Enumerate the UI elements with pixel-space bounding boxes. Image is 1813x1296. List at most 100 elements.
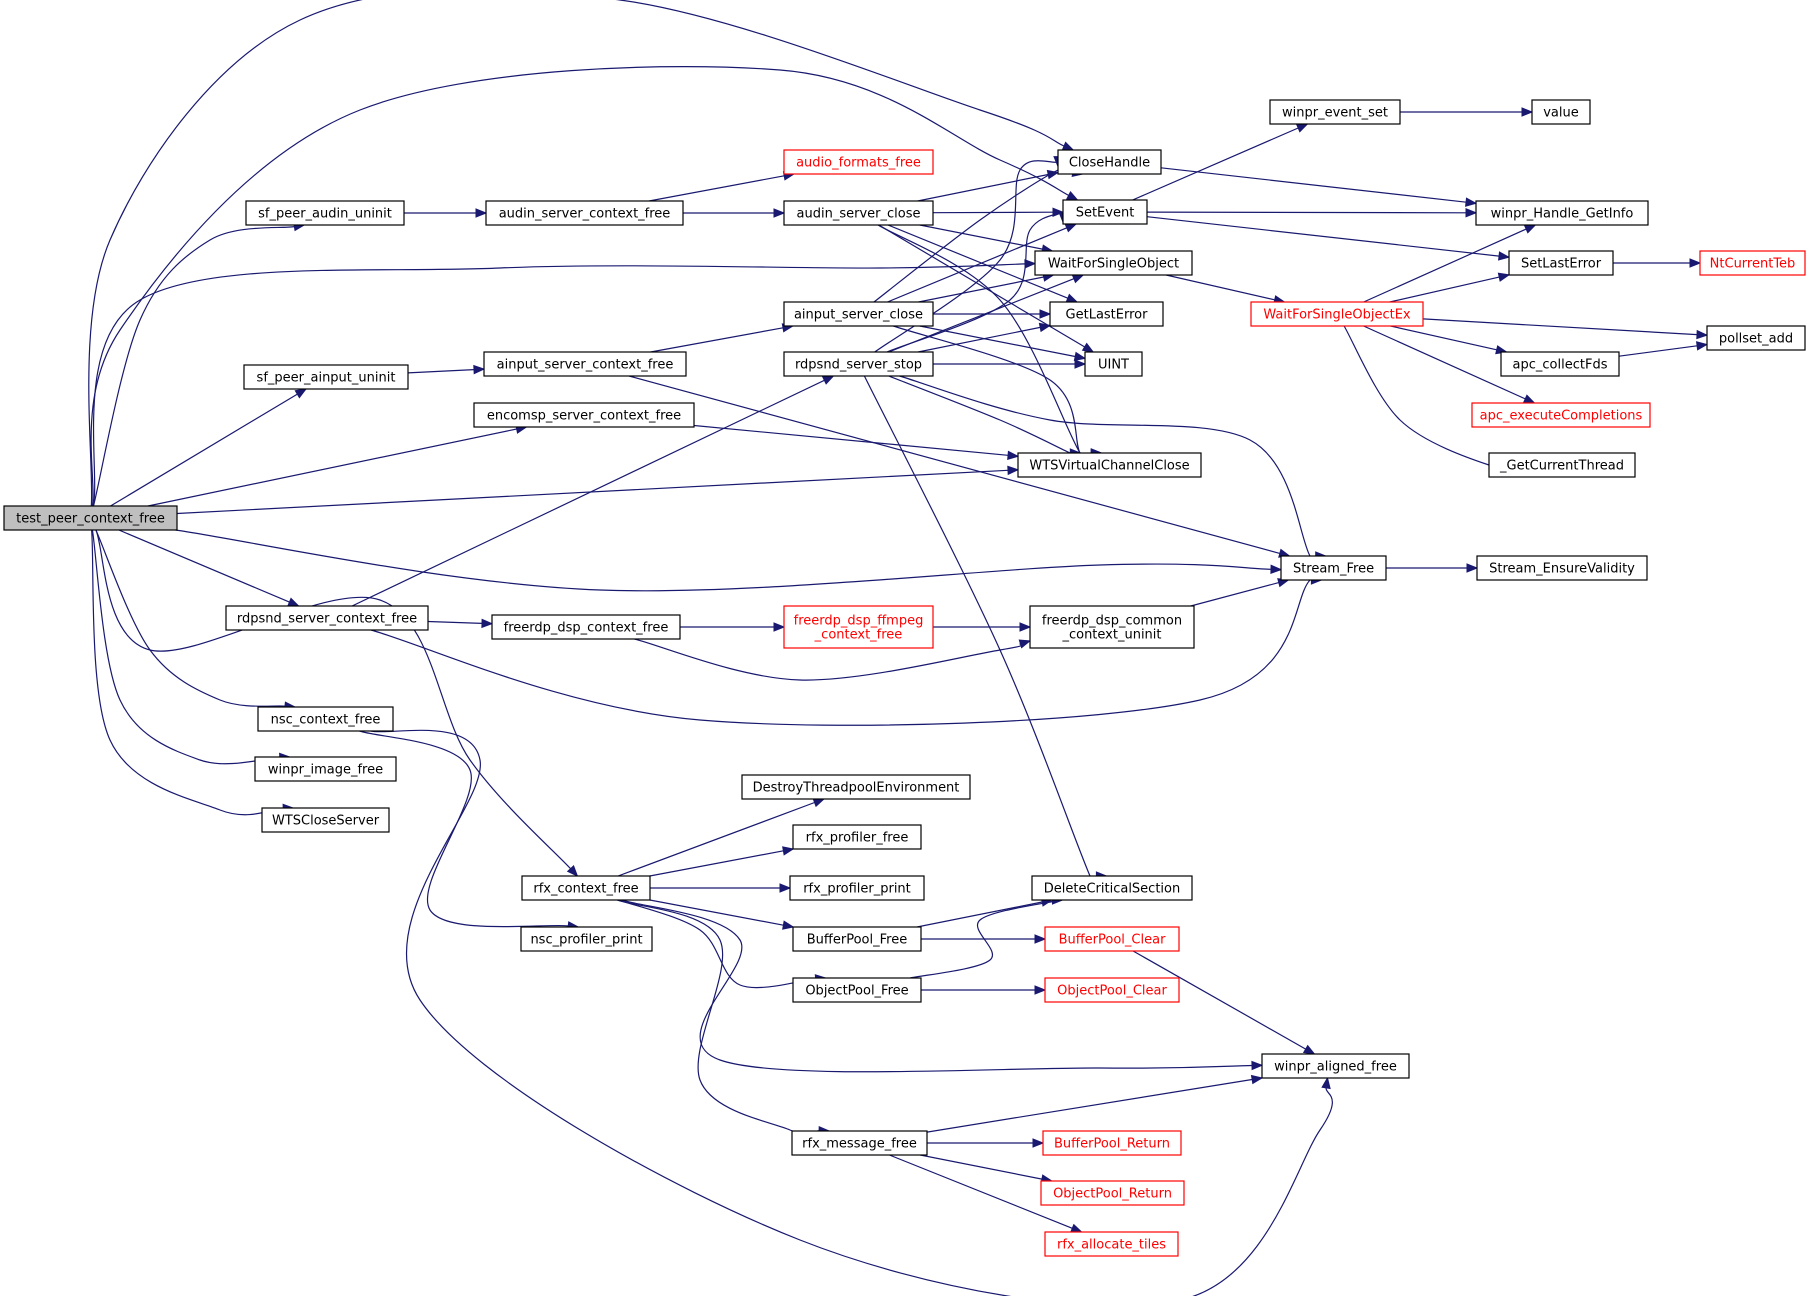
call-edge-apc_collectFds-to-pollset_add xyxy=(1618,341,1709,357)
node-WTSVirtualChannelClose[interactable]: WTSVirtualChannelClose xyxy=(1017,452,1202,478)
node-ObjectPool_Free[interactable]: ObjectPool_Free xyxy=(792,977,922,1003)
arrowhead-icon xyxy=(1071,274,1085,284)
call-edge-WaitForSingleObject-to-WaitForSingleObjectEx xyxy=(1165,274,1286,305)
node-freerdp_dsp_ffmpeg_context_free[interactable]: freerdp_dsp_ffmpeg_context_free xyxy=(783,605,934,649)
call-edge-rfx_context_free-to-winpr_aligned_free xyxy=(621,899,1264,1073)
arrowhead-icon xyxy=(1073,351,1087,362)
node-ObjectPool_Clear[interactable]: ObjectPool_Clear xyxy=(1044,977,1180,1003)
node-box xyxy=(261,807,390,833)
node-label: audin_server_context_free xyxy=(499,207,671,222)
node-audin_server_close[interactable]: audin_server_close xyxy=(783,200,934,226)
call-edge-rfx_message_free-to-BufferPool_Return xyxy=(927,1138,1045,1148)
node-apc_executeCompletions[interactable]: apc_executeCompletions xyxy=(1471,402,1651,428)
node-value[interactable]: value xyxy=(1531,99,1591,125)
node-SetEvent[interactable]: SetEvent xyxy=(1062,199,1148,225)
node-apc_collectFds[interactable]: apc_collectFds xyxy=(1500,351,1620,377)
node-box xyxy=(225,605,429,631)
node-WaitForSingleObjectEx[interactable]: WaitForSingleObjectEx xyxy=(1250,301,1424,327)
call-edge-BufferPool_Free-to-DeleteCriticalSection xyxy=(916,897,1054,928)
node-Stream_EnsureValidity[interactable]: Stream_EnsureValidity xyxy=(1476,555,1648,581)
node-pollset_add[interactable]: pollset_add xyxy=(1706,325,1806,351)
node-sf_peer_audin_uninit[interactable]: sf_peer_audin_uninit xyxy=(245,200,405,226)
call-edge-test_peer_context_free-to-rfx_context_free xyxy=(95,529,579,877)
node-box xyxy=(1049,301,1164,327)
node-test_peer_context_free[interactable]: test_peer_context_free xyxy=(3,505,178,531)
node-freerdp_dsp_common_context_uninit[interactable]: freerdp_dsp_common_context_uninit xyxy=(1029,605,1195,649)
node-label: rdpsnd_server_stop xyxy=(795,358,922,373)
node-winpr_image_free[interactable]: winpr_image_free xyxy=(254,756,397,782)
node-_GetCurrentThread[interactable]: _GetCurrentThread xyxy=(1488,452,1636,478)
arrowhead-icon xyxy=(779,883,792,893)
node-ainput_server_context_free[interactable]: ainput_server_context_free xyxy=(483,351,687,377)
node-UINT[interactable]: UINT xyxy=(1084,351,1143,377)
call-edge-test_peer_context_free-to-sf_peer_audin_uninit xyxy=(92,221,306,507)
node-rfx_profiler_print[interactable]: rfx_profiler_print xyxy=(789,875,925,901)
node-ObjectPool_Return[interactable]: ObjectPool_Return xyxy=(1040,1180,1185,1206)
node-label: nsc_profiler_print xyxy=(530,933,642,948)
call-edge-rfx_context_free-to-rfx_profiler_free xyxy=(649,846,795,877)
call-edge-test_peer_context_free-to-encomsp_server_context_free xyxy=(147,424,528,507)
node-box xyxy=(791,1130,928,1156)
node-box xyxy=(1280,555,1387,581)
call-edge-ainput_server_context_free-to-ainput_server_close xyxy=(650,323,795,353)
node-encomsp_server_context_free[interactable]: encomsp_server_context_free xyxy=(473,402,695,428)
node-SetLastError[interactable]: SetLastError xyxy=(1508,250,1614,276)
node-WaitForSingleObject[interactable]: WaitForSingleObject xyxy=(1034,250,1193,276)
arrowhead-icon xyxy=(773,208,786,218)
node-ainput_server_close[interactable]: ainput_server_close xyxy=(783,301,934,327)
call-edge-audin_server_context_free-to-audio_formats_free xyxy=(648,171,796,202)
node-label: ObjectPool_Clear xyxy=(1057,984,1167,999)
node-DestroyThreadpoolEnvironment[interactable]: DestroyThreadpoolEnvironment xyxy=(741,774,971,800)
node-GetLastError[interactable]: GetLastError xyxy=(1049,301,1164,327)
node-label: NtCurrentTeb xyxy=(1710,257,1796,272)
node-label: UINT xyxy=(1098,358,1129,373)
arrowhead-icon xyxy=(1032,1138,1045,1148)
node-label: rfx_profiler_print xyxy=(803,882,911,897)
node-box xyxy=(1699,250,1806,276)
node-rfx_message_free[interactable]: rfx_message_free xyxy=(791,1130,928,1156)
node-audio_formats_free[interactable]: audio_formats_free xyxy=(783,149,934,175)
arrowhead-icon xyxy=(1034,985,1047,995)
node-BufferPool_Return[interactable]: BufferPool_Return xyxy=(1042,1130,1182,1156)
node-BufferPool_Free[interactable]: BufferPool_Free xyxy=(792,926,922,952)
node-sf_peer_ainput_uninit[interactable]: sf_peer_ainput_uninit xyxy=(243,364,409,390)
node-rfx_context_free[interactable]: rfx_context_free xyxy=(521,875,651,901)
node-winpr_aligned_free[interactable]: winpr_aligned_free xyxy=(1261,1053,1410,1079)
node-NtCurrentTeb[interactable]: NtCurrentTeb xyxy=(1699,250,1806,276)
node-label: nsc_context_free xyxy=(271,713,381,728)
call-edge-audin_server_close-to-SetEvent xyxy=(932,207,1065,217)
node-box xyxy=(1508,250,1614,276)
node-winpr_event_set[interactable]: winpr_event_set xyxy=(1269,99,1401,125)
node-rfx_profiler_free[interactable]: rfx_profiler_free xyxy=(792,824,922,850)
node-label: DeleteCriticalSection xyxy=(1044,882,1180,897)
node-label: rfx_allocate_tiles xyxy=(1057,1238,1166,1253)
node-label: sf_peer_audin_uninit xyxy=(258,207,392,222)
arrowhead-icon xyxy=(294,388,308,399)
call-edge-test_peer_context_free-to-rdpsnd_server_context_free xyxy=(118,529,300,607)
node-freerdp_dsp_context_free[interactable]: freerdp_dsp_context_free xyxy=(491,614,681,640)
node-label: DestroyThreadpoolEnvironment xyxy=(753,781,960,796)
call-edge-WaitForSingleObjectEx-to-_GetCurrentThread xyxy=(1343,325,1521,468)
node-label: winpr_image_free xyxy=(268,763,383,778)
node-nsc_context_free[interactable]: nsc_context_free xyxy=(257,706,394,732)
node-WTSCloseServer[interactable]: WTSCloseServer xyxy=(261,807,390,833)
node-rfx_allocate_tiles[interactable]: rfx_allocate_tiles xyxy=(1044,1231,1179,1257)
call-edge-rfx_message_free-to-winpr_aligned_free xyxy=(926,1074,1264,1133)
node-winpr_Handle_GetInfo[interactable]: winpr_Handle_GetInfo xyxy=(1475,200,1649,226)
node-box xyxy=(1531,99,1591,125)
node-rdpsnd_server_context_free[interactable]: rdpsnd_server_context_free xyxy=(225,605,429,631)
call-edge-audin_server_context_free-to-audin_server_close xyxy=(683,208,786,218)
arrowhead-icon xyxy=(1465,208,1478,218)
arrowhead-icon xyxy=(1302,1044,1316,1055)
node-nsc_profiler_print[interactable]: nsc_profiler_print xyxy=(520,926,653,952)
call-edge-test_peer_context_free-to-SetEvent xyxy=(90,66,1079,507)
node-BufferPool_Clear[interactable]: BufferPool_Clear xyxy=(1044,926,1180,952)
node-DeleteCriticalSection[interactable]: DeleteCriticalSection xyxy=(1031,875,1193,901)
node-audin_server_context_free[interactable]: audin_server_context_free xyxy=(485,200,684,226)
node-CloseHandle[interactable]: CloseHandle xyxy=(1057,149,1162,175)
node-box xyxy=(1062,199,1148,225)
arrowhead-icon xyxy=(1523,224,1537,234)
call-edge-test_peer_context_free-to-Stream_Free xyxy=(175,529,1283,592)
node-Stream_Free[interactable]: Stream_Free xyxy=(1280,555,1387,581)
node-rdpsnd_server_stop[interactable]: rdpsnd_server_stop xyxy=(783,351,934,377)
